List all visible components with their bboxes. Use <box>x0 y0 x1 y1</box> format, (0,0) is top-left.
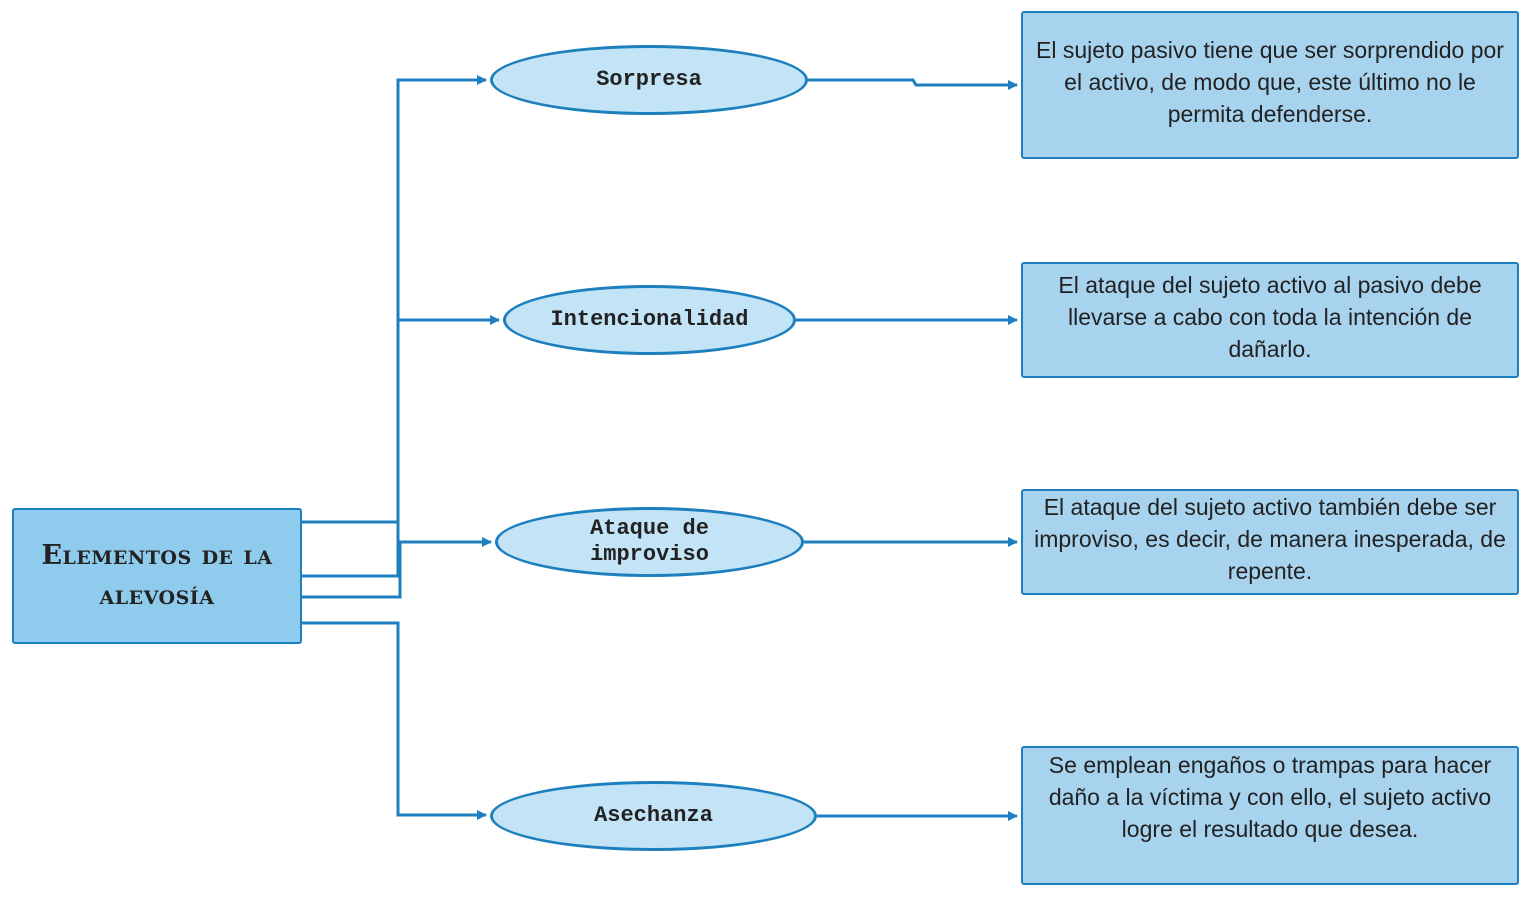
description-text: El sujeto pasivo tiene que ser sorprendi… <box>1036 37 1504 127</box>
description-box-asechanza: Se emplean engaños o trampas para hacer … <box>1021 746 1519 885</box>
description-text: Se emplean engaños o trampas para hacer … <box>1048 752 1492 842</box>
element-label: Intencionalidad <box>550 307 749 332</box>
root-node: Elementos de la alevosía <box>12 508 302 644</box>
connector-root-asechanza <box>302 621 487 820</box>
description-box-ataque-de-improviso: El ataque del sujeto activo también debe… <box>1021 489 1519 595</box>
connector-root-intencionalidad <box>302 315 500 578</box>
element-node-ataque-de-improviso: Ataque de improviso <box>495 507 804 577</box>
element-node-sorpresa: Sorpresa <box>490 45 808 115</box>
element-label: Asechanza <box>594 803 713 828</box>
connector-sorpresa-desc <box>808 78 1018 90</box>
root-title: Elementos de la alevosía <box>41 540 273 611</box>
description-box-intencionalidad: El ataque del sujeto activo al pasivo de… <box>1021 262 1519 378</box>
description-text: El ataque del sujeto activo también debe… <box>1034 494 1506 584</box>
element-label: Ataque de improviso <box>590 516 709 567</box>
element-node-intencionalidad: Intencionalidad <box>503 285 796 355</box>
description-box-sorpresa: El sujeto pasivo tiene que ser sorprendi… <box>1021 11 1519 159</box>
connector-root-sorpresa <box>302 75 487 524</box>
description-text: El ataque del sujeto activo al pasivo de… <box>1058 272 1482 362</box>
element-label: Sorpresa <box>596 67 702 92</box>
connector-root-ataque <box>302 537 492 599</box>
element-node-asechanza: Asechanza <box>490 781 817 851</box>
